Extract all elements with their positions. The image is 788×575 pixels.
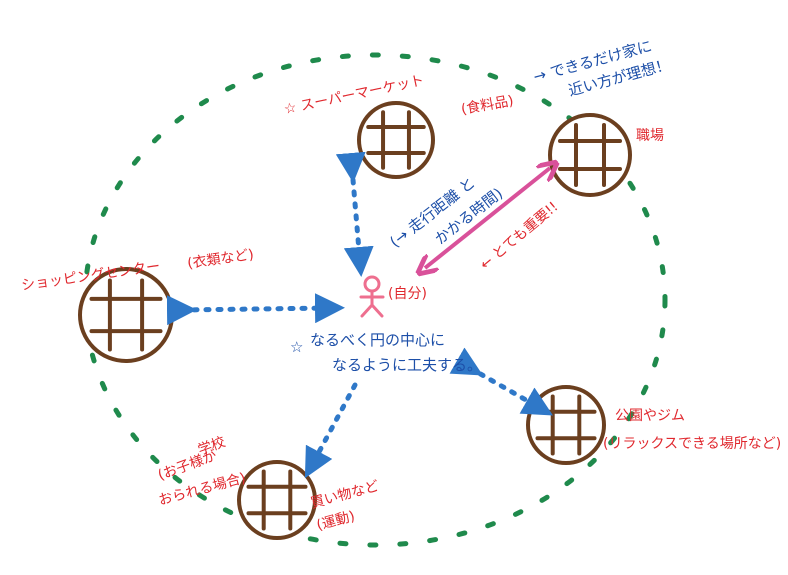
- arrow-shopping: [166, 293, 345, 326]
- arrow-park: [449, 347, 554, 416]
- shopping-center-place-icon: [78, 267, 174, 363]
- person-icon: [359, 275, 385, 318]
- center-star-icon: ☆: [290, 338, 303, 356]
- arrow-school: [304, 382, 358, 479]
- distance-arrow: [425, 168, 550, 268]
- workplace-label: 職場: [636, 128, 664, 144]
- center-note-line1: なるべく円の中心に: [310, 331, 445, 349]
- park-gym-label: 公園やジム: [615, 408, 685, 424]
- supermarket-note: (食料品): [460, 92, 515, 118]
- shopping-exercise-line2: (運動): [315, 508, 357, 534]
- self-label: (自分): [388, 286, 427, 302]
- workplace-place-icon: [548, 113, 632, 197]
- arrow-supermarket: [335, 151, 374, 277]
- center-note-line2: なるように工夫する。: [332, 356, 482, 374]
- school-place-icon: [237, 460, 317, 540]
- shopping-exercise-line1: 買い物など: [309, 478, 381, 512]
- supermarket-place-icon: [357, 101, 435, 179]
- park-gym-place-icon: [526, 385, 606, 465]
- shopping-center-note: (衣類など): [186, 247, 255, 272]
- park-gym-note: (リラックスできる場所など): [603, 436, 781, 452]
